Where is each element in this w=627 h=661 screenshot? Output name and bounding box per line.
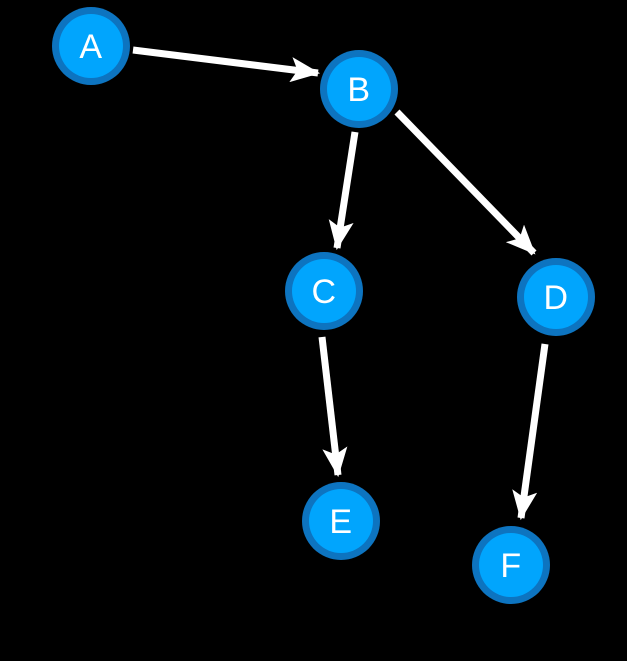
node-fill-b	[327, 57, 391, 121]
nodes-layer: A B C D E F	[52, 7, 595, 604]
edge-b-to-d	[394, 109, 537, 256]
edge-d-to-f	[512, 343, 549, 521]
edge-b-to-c	[328, 131, 359, 251]
node-label-d: D	[543, 279, 568, 317]
node-label-b: B	[347, 71, 370, 109]
node-label-a: A	[79, 28, 102, 66]
node-label-e: E	[329, 503, 352, 541]
edges-layer	[132, 46, 549, 521]
node-f[interactable]: F	[472, 526, 550, 604]
node-b[interactable]: B	[320, 50, 398, 128]
node-c[interactable]: C	[285, 252, 363, 330]
node-fill-a	[59, 14, 123, 78]
node-d[interactable]: D	[517, 258, 595, 336]
node-a[interactable]: A	[52, 7, 130, 85]
node-label-f: F	[500, 547, 521, 585]
node-e[interactable]: E	[302, 482, 380, 560]
edge-a-to-b	[132, 46, 321, 83]
edge-c-to-e	[318, 336, 348, 478]
node-label-c: C	[311, 273, 336, 311]
node-fill-c	[292, 259, 356, 323]
node-fill-d	[524, 265, 588, 329]
node-fill-e	[309, 489, 373, 553]
node-fill-f	[479, 533, 543, 597]
